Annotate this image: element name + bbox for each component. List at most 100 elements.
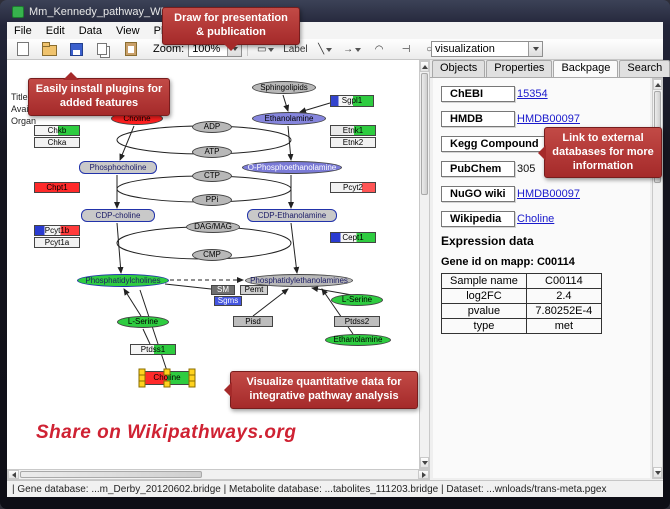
node-l-serine[interactable]: L-Serine bbox=[331, 294, 383, 306]
expression-table-cell: Sample name bbox=[441, 273, 527, 289]
node-ptdss1[interactable]: Ptdss1 bbox=[130, 344, 176, 355]
selection-handle[interactable] bbox=[163, 380, 171, 388]
scroll-right-button[interactable] bbox=[418, 470, 429, 479]
callout-draw-for-presentation: Draw for presentation & publication bbox=[162, 7, 300, 50]
node-phosphocholine[interactable]: Phosphocholine bbox=[79, 161, 157, 174]
tab-backpage[interactable]: Backpage bbox=[553, 60, 619, 77]
new-button[interactable] bbox=[10, 40, 35, 59]
expression-table-cell: log2FC bbox=[441, 288, 527, 304]
copy-button[interactable] bbox=[91, 40, 116, 59]
menu-file[interactable]: File bbox=[14, 24, 32, 37]
node-pisd[interactable]: Pisd bbox=[233, 316, 273, 327]
node-o-phosphoethanolamine[interactable]: O-Phosphoethanolamine bbox=[242, 161, 342, 174]
node-cept1[interactable]: Cept1 bbox=[330, 232, 376, 243]
datanode-tool-button[interactable]: ▭ bbox=[253, 40, 278, 59]
menu-edit[interactable]: Edit bbox=[45, 24, 65, 37]
dropdown-arrow-icon bbox=[355, 47, 362, 55]
backpage-header-nugo-wiki: NuGO wiki bbox=[441, 186, 515, 202]
expression-table-cell: type bbox=[441, 318, 527, 334]
node-adp[interactable]: ADP bbox=[192, 121, 232, 133]
scrollbar-track[interactable] bbox=[19, 470, 418, 479]
paste-button[interactable] bbox=[118, 40, 143, 59]
node-ctp[interactable]: CTP bbox=[192, 170, 232, 182]
backpage-value-hmdb[interactable]: HMDB00097 bbox=[517, 113, 580, 125]
node-cdp-choline[interactable]: CDP-choline bbox=[81, 209, 155, 222]
arrow-down-icon bbox=[421, 460, 428, 468]
canvas-horizontal-scrollbar[interactable] bbox=[7, 469, 430, 480]
scroll-left-button[interactable] bbox=[8, 470, 19, 479]
node-choline[interactable]: Choline bbox=[138, 368, 196, 388]
backpage-value-pubchem: 305 bbox=[517, 163, 536, 175]
backpage-value-chebi[interactable]: 15354 bbox=[517, 88, 548, 100]
combo-arrow-icon[interactable] bbox=[528, 42, 542, 56]
node-dag-mag[interactable]: DAG/MAG bbox=[186, 221, 240, 233]
arc-icon: ◠ bbox=[374, 43, 384, 55]
tab-objects[interactable]: Objects bbox=[432, 60, 486, 77]
node-cdp-ethanolamine[interactable]: CDP-Ethanolamine bbox=[247, 209, 337, 222]
node-etnk2[interactable]: Etnk2 bbox=[330, 137, 376, 148]
callout-text: Draw for presentation & publication bbox=[174, 12, 288, 38]
node-pcyt1a[interactable]: Pcyt1a bbox=[34, 237, 80, 248]
canvas-vertical-scrollbar[interactable] bbox=[419, 60, 430, 469]
dropdown-arrow-icon bbox=[326, 47, 333, 55]
backpage-header-pubchem: PubChem bbox=[441, 161, 515, 177]
tbar-tool-button[interactable]: ⊣ bbox=[394, 40, 419, 59]
node-sm[interactable]: SM bbox=[211, 285, 235, 295]
node-phosphatidylcholines[interactable]: Phosphatidylcholines bbox=[77, 274, 169, 287]
node-etnk1[interactable]: Etnk1 bbox=[330, 125, 376, 136]
scroll-up-button[interactable] bbox=[653, 79, 662, 90]
node-ppi[interactable]: PPi bbox=[192, 194, 232, 206]
selection-handle[interactable] bbox=[163, 368, 171, 376]
node-sgpl1[interactable]: Sgpl1 bbox=[330, 95, 374, 107]
node-cmp[interactable]: CMP bbox=[192, 249, 232, 261]
node-sgms[interactable]: Sgms bbox=[214, 296, 242, 306]
node-chpt1[interactable]: Chpt1 bbox=[34, 182, 80, 193]
scroll-down-button[interactable] bbox=[653, 467, 662, 478]
gene-id-line: Gene id on mapp: C00114 bbox=[441, 256, 575, 268]
backpage-value-nugo-wiki[interactable]: HMDB00097 bbox=[517, 188, 580, 200]
line-tool-button[interactable]: ╲ bbox=[313, 40, 338, 59]
node-phosphatidylethanolamines[interactable]: Phosphatidylethanolamines bbox=[245, 274, 353, 287]
save-button[interactable] bbox=[64, 40, 89, 59]
arrow-up-icon bbox=[654, 80, 661, 87]
node-chkb[interactable]: Chkb bbox=[34, 125, 80, 136]
open-button[interactable] bbox=[37, 40, 62, 59]
node-pemt[interactable]: Pemt bbox=[240, 285, 268, 295]
tab-properties[interactable]: Properties bbox=[486, 60, 553, 77]
scroll-down-button[interactable] bbox=[420, 457, 429, 468]
scrollbar-thumb[interactable] bbox=[20, 471, 202, 478]
node-sphingolipids[interactable]: Sphingolipids bbox=[252, 81, 316, 94]
scrollbar-track[interactable] bbox=[420, 72, 429, 457]
canvas-label-title: Title: bbox=[11, 92, 31, 102]
label-tool-button[interactable]: Label bbox=[280, 40, 310, 59]
tab-search[interactable]: Search bbox=[619, 60, 670, 77]
scroll-up-button[interactable] bbox=[420, 61, 429, 72]
canvas-label-organ: Organ bbox=[11, 116, 37, 126]
zoom-value: 100% bbox=[192, 43, 221, 55]
scrollbar-thumb[interactable] bbox=[421, 73, 428, 195]
node-ethanolamine[interactable]: Ethanolamine bbox=[325, 334, 391, 346]
node-pcyt2[interactable]: Pcyt2 bbox=[330, 182, 376, 193]
selection-handle[interactable] bbox=[138, 380, 146, 388]
save-disk-icon bbox=[70, 42, 83, 56]
backpage-value-wikipedia[interactable]: Choline bbox=[517, 213, 555, 225]
label-icon: Label bbox=[283, 43, 308, 55]
node-ethanolamine[interactable]: Ethanolamine bbox=[252, 112, 326, 125]
selection-handle[interactable] bbox=[188, 380, 196, 388]
node-chka[interactable]: Chka bbox=[34, 137, 80, 148]
arrow-tool-button[interactable]: → bbox=[340, 40, 365, 59]
node-pcyt1b[interactable]: Pcyt1b bbox=[34, 225, 80, 236]
menu-data[interactable]: Data bbox=[78, 24, 102, 37]
node-atp[interactable]: ATP bbox=[192, 146, 232, 158]
expression-table-cell: 7.80252E-4 bbox=[525, 303, 602, 319]
arc-tool-button[interactable]: ◠ bbox=[367, 40, 392, 59]
node-l-serine[interactable]: L-Serine bbox=[117, 316, 169, 328]
visualization-combobox[interactable]: visualization bbox=[431, 41, 543, 57]
node-ptdss2[interactable]: Ptdss2 bbox=[334, 316, 380, 327]
menu-view[interactable]: View bbox=[115, 24, 140, 37]
